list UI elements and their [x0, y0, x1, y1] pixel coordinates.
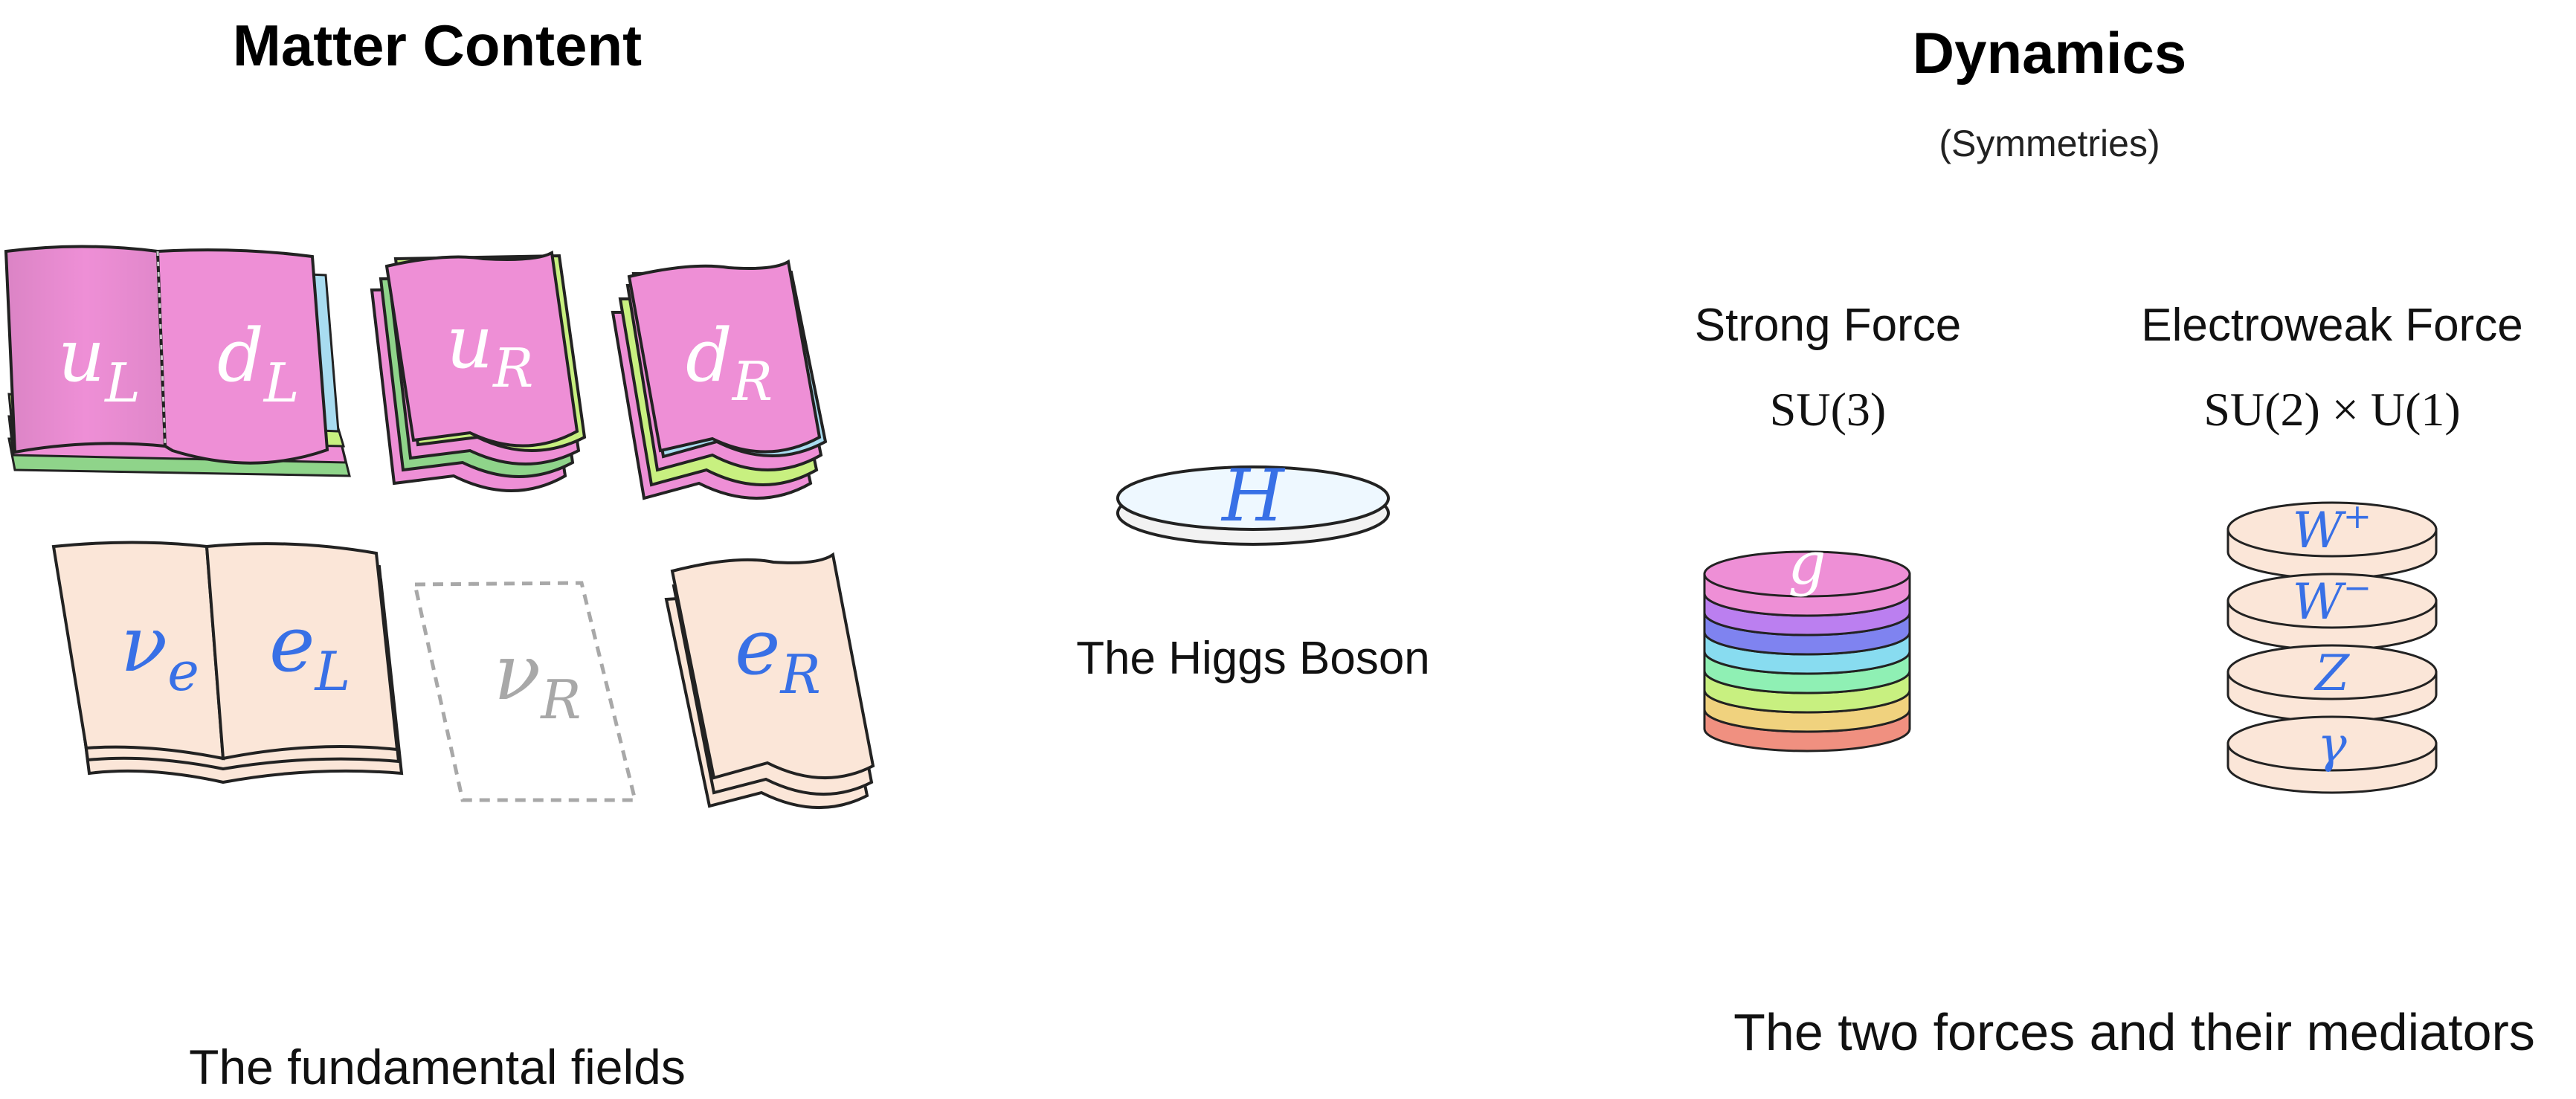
boson-label: Z — [2313, 645, 2350, 702]
lepton-label-nu-e: νe — [120, 599, 199, 703]
boson-label: γ — [2317, 716, 2347, 773]
electron-right-stack — [664, 552, 875, 810]
gluon-symbol: g — [1788, 529, 1826, 598]
higgs-disc — [1116, 465, 1390, 546]
dynamics-caption: The two forces and their mediators — [1733, 1003, 2535, 1061]
down-quark-right-stack — [611, 259, 828, 500]
boson-label: W− — [2293, 567, 2371, 631]
up-quark-right-top-page — [384, 250, 579, 448]
gluon-layer-top — [1703, 550, 1911, 598]
higgs-symbol: H — [1220, 454, 1286, 538]
strong-force-label: Strong Force — [1695, 300, 1961, 351]
electroweak-force-label: Electroweak Force — [2141, 300, 2522, 351]
lepton-label-eR: eR — [735, 602, 821, 706]
matter-title: Matter Content — [233, 13, 642, 78]
gluon-stack — [1703, 550, 1911, 752]
quark-label-dL: dL — [217, 314, 300, 414]
lepton-label-eL: eL — [269, 599, 350, 703]
strong-force-group: SU(3) — [1770, 383, 1886, 436]
lepton-doublet-left-book — [51, 541, 404, 784]
boson-disc-top — [2226, 501, 2438, 558]
electroweak-force-group: SU(2) × U(1) — [2203, 383, 2460, 436]
lepton-label-nuR: νR — [494, 627, 581, 731]
quark-label-dR: dR — [686, 314, 773, 413]
quark-label-uL: uL — [58, 314, 141, 414]
lepton-doublet-right-page — [205, 542, 399, 761]
right-neutrino-dashed-page — [412, 581, 638, 802]
matter-caption: The fundamental fields — [189, 1040, 686, 1095]
higgs-caption: The Higgs Boson — [1076, 633, 1430, 684]
boson-disc-top — [2226, 644, 2438, 700]
quark-doublet-left-book — [4, 245, 351, 477]
boson-label: W+ — [2293, 496, 2371, 559]
down-quark-right-top-page — [627, 259, 822, 454]
dynamics-subtitle: (Symmetries) — [1939, 123, 2160, 164]
boson-disc-top — [2226, 715, 2438, 772]
quark-doublet-right-page — [155, 248, 329, 465]
boson-disc-top — [2226, 573, 2438, 629]
electroweak-boson-stack: W+ W− Zγ — [2226, 496, 2438, 794]
quark-label-uR: uR — [446, 300, 533, 399]
electron-right-top-page — [670, 552, 875, 780]
dynamics-title: Dynamics — [1913, 20, 2187, 86]
up-quark-right-stack — [370, 250, 587, 492]
